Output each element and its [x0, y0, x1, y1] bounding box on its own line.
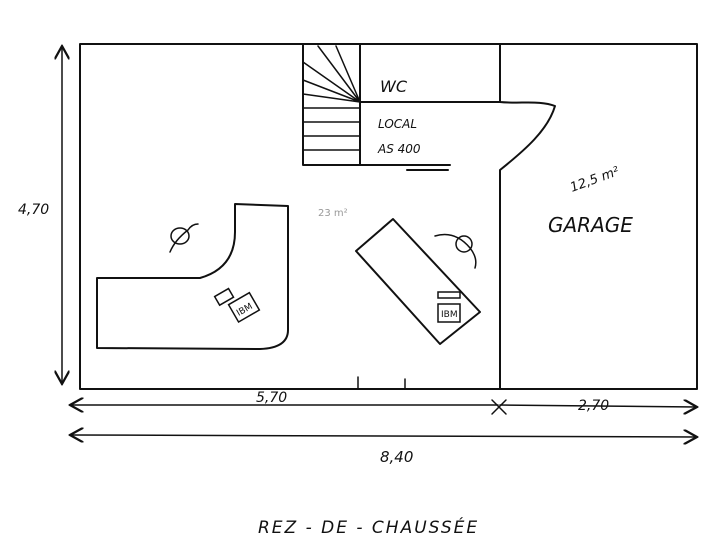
entrance-marks	[357, 376, 406, 389]
outer-wall	[79, 43, 698, 390]
height-dimension-label: 4,70	[18, 202, 49, 218]
garage-label: GARAGE	[548, 213, 633, 237]
monitor-left-icon: IBM	[213, 287, 261, 324]
l-shaped-desk	[96, 203, 289, 350]
local-label-2: AS 400	[377, 142, 421, 156]
plan-title: REZ - DE - CHAUSSÉE	[258, 516, 479, 538]
monitor-left-label: IBM	[235, 302, 254, 319]
monitor-right-label: IBM	[441, 310, 458, 320]
chair-icon-left	[169, 223, 199, 253]
monitor-right-icon: IBM	[437, 291, 461, 323]
total-width-dimension-line	[70, 435, 697, 437]
rotated-desk	[355, 218, 481, 345]
right-width-label: 2,70	[578, 398, 609, 414]
staircase	[302, 43, 501, 171]
left-width-label: 5,70	[256, 390, 287, 406]
chair-icon-right	[434, 233, 477, 269]
right-width-dimension-line	[499, 405, 697, 407]
local-label: LOCAL	[378, 117, 417, 131]
garage-area-label: 12,5 m²	[568, 164, 621, 196]
dimension-cross-mark	[491, 399, 507, 415]
main-area-label: 23 m²	[318, 208, 348, 219]
wc-label: WC	[380, 77, 408, 96]
garage-wall-with-door	[499, 43, 556, 390]
total-width-label: 8,40	[380, 448, 413, 466]
